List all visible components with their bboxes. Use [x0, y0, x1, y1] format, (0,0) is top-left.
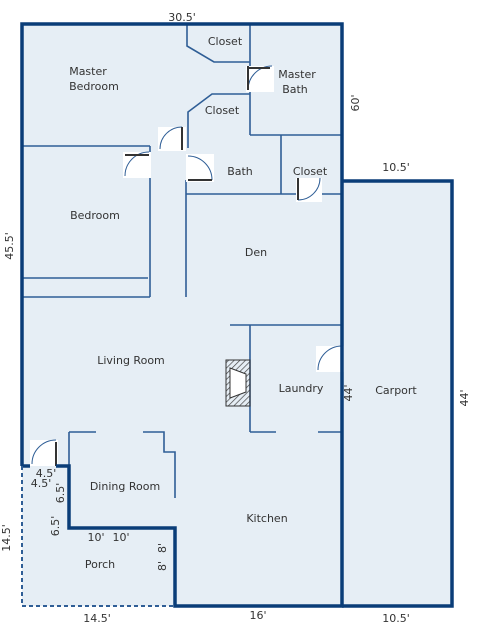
dim-porch-left-height: 14.5' — [0, 524, 13, 552]
door-bath-icon — [186, 154, 214, 182]
exterior-walls — [20, 22, 454, 608]
dim-porch-top-a: 10' — [87, 531, 104, 544]
interior-walls — [22, 24, 342, 498]
label-master-bath-2: Bath — [282, 83, 308, 96]
dim-house-right-height: 60' — [349, 94, 362, 111]
label-master-bedroom-2: Bedroom — [69, 80, 119, 93]
door-laundry-icon — [316, 345, 344, 372]
door-hall-top-icon — [158, 126, 186, 151]
dim-top-width: 30.5' — [168, 11, 196, 24]
door-master-bath-icon — [246, 65, 274, 92]
porch-outline — [21, 466, 175, 607]
label-bath: Bath — [227, 165, 253, 178]
label-kitchen: Kitchen — [246, 512, 287, 525]
porch-fill — [22, 466, 175, 606]
dim-notch-height-b: 6.5' — [49, 516, 62, 537]
label-closet-right: Closet — [293, 165, 328, 178]
door-closet-right-icon — [296, 177, 322, 202]
dim-carport-height: 44' — [458, 389, 471, 406]
dim-porch-top-b: 10' — [112, 531, 129, 544]
label-closet-mid: Closet — [205, 104, 240, 117]
label-living-room: Living Room — [97, 354, 165, 367]
dim-notch-height-a: 6.5' — [54, 483, 67, 504]
label-closet-top: Closet — [208, 35, 243, 48]
door-porch-icon — [30, 439, 58, 466]
label-porch: Porch — [85, 558, 115, 571]
label-master-bedroom-1: Master — [69, 65, 107, 78]
house-fill — [22, 24, 342, 606]
carport-fill — [342, 181, 452, 606]
dim-porch-side-b: 8' — [156, 561, 169, 571]
dim-kitchen-bottom-width: 16' — [249, 609, 266, 622]
label-laundry: Laundry — [279, 382, 324, 395]
dim-carport-bottom-width: 10.5' — [382, 612, 410, 625]
label-master-bath-1: Master — [278, 68, 316, 81]
dim-laundry-side: 44' — [342, 384, 355, 401]
label-carport: Carport — [375, 384, 417, 397]
dim-porch-bottom-width: 14.5' — [83, 612, 111, 625]
dim-left-height: 45.5' — [3, 232, 16, 260]
label-den: Den — [245, 246, 267, 259]
dim-notch-width-b: 4.5' — [31, 477, 52, 490]
label-dining-room: Dining Room — [90, 480, 160, 493]
label-bedroom: Bedroom — [70, 209, 120, 222]
dim-notch-width-a: 4.5' — [36, 467, 57, 480]
fireplace-icon — [225, 359, 251, 407]
door-bedroom-icon — [123, 151, 151, 178]
dim-porch-side-a: 8' — [156, 543, 169, 553]
dim-carport-top-width: 10.5' — [382, 161, 410, 174]
